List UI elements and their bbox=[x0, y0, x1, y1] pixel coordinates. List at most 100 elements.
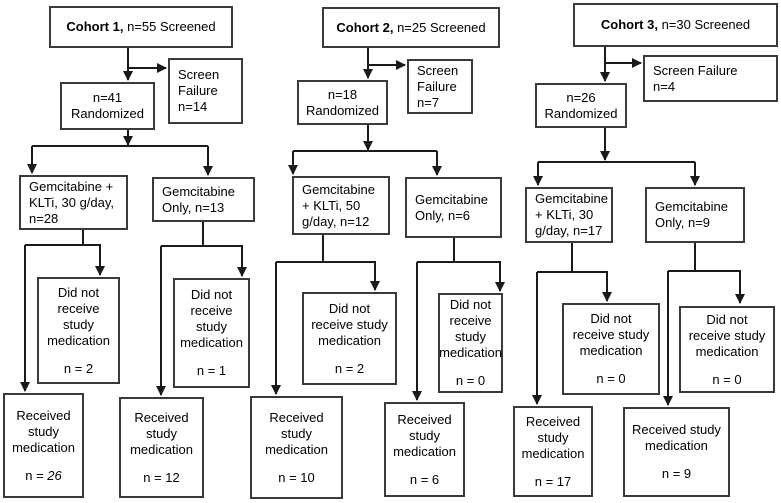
n-label: n = bbox=[278, 469, 301, 485]
n-count: n = 2 bbox=[335, 361, 364, 377]
n-value: 2 bbox=[85, 360, 94, 376]
cohort3-connectors bbox=[532, 47, 745, 406]
cohort2-header-text: Cohort 2, n=25 Screened bbox=[336, 20, 485, 36]
n-value: 6 bbox=[431, 471, 440, 487]
n-value: 17 bbox=[556, 473, 572, 489]
n-count: n = 10 bbox=[278, 470, 315, 486]
arm-text: Gemcitabine +KLTi, 30 g/day,n=28 bbox=[29, 178, 115, 226]
n-value: 0 bbox=[734, 371, 742, 387]
n-value: 1 bbox=[218, 363, 227, 378]
cohort2-header-box: Cohort 2, n=25 Screened bbox=[322, 7, 500, 48]
n-count: n = 12 bbox=[143, 470, 180, 486]
cohort3-header-box: Cohort 3, n=30 Screened bbox=[573, 3, 778, 47]
n-count: n = 0 bbox=[596, 371, 625, 387]
n-count: n = 6 bbox=[410, 472, 439, 488]
n-value: 0 bbox=[618, 371, 626, 386]
n-count: n = 2 bbox=[64, 361, 93, 377]
cohort3-header-text: Cohort 3, n=30 Screened bbox=[601, 17, 750, 33]
n-label: n = bbox=[143, 469, 166, 485]
n-count: n = 17 bbox=[535, 474, 572, 490]
n-label: n = bbox=[196, 363, 219, 378]
cohort1-gemcitabine-klti-arm-box: Gemcitabine +KLTi, 30 g/day,n=28 bbox=[19, 175, 128, 230]
n-value: 9 bbox=[683, 466, 692, 481]
n-label: n = bbox=[596, 371, 619, 386]
n-label: n = bbox=[25, 467, 48, 483]
n-count: n = 9 bbox=[662, 466, 691, 482]
n-value: 26 bbox=[47, 467, 62, 483]
n-label: n = bbox=[534, 473, 557, 489]
cohort1-header-rest: n=55 Screened bbox=[123, 19, 216, 34]
cohort2-header-bold: Cohort 2, bbox=[336, 19, 394, 35]
n-value: 12 bbox=[165, 469, 180, 485]
n-label: n = bbox=[334, 360, 357, 376]
cohort2-header-rest: n=25 Screened bbox=[393, 19, 486, 35]
n-label: n = bbox=[455, 373, 478, 388]
cohort1-header-bold: Cohort 1, bbox=[66, 19, 124, 34]
n-count: n = 1 bbox=[197, 363, 226, 379]
n-label: n = bbox=[661, 466, 684, 481]
n-label: n = bbox=[63, 360, 86, 376]
n-value: 2 bbox=[356, 360, 365, 376]
n-label: n = bbox=[712, 371, 735, 387]
cohort3-header-bold: Cohort 3, bbox=[600, 17, 658, 32]
n-count: n = 26 bbox=[25, 468, 62, 484]
n-value: 0 bbox=[477, 373, 486, 388]
n-value: 10 bbox=[300, 469, 315, 485]
cohort1-connectors bbox=[20, 48, 247, 396]
n-label: n = bbox=[409, 471, 432, 487]
cohort2-connectors bbox=[271, 48, 505, 401]
cohort3-header-rest: n=30 Screened bbox=[657, 17, 751, 32]
cohort1-header-text: Cohort 1, n=55 Screened bbox=[66, 19, 215, 35]
n-count: n = 0 bbox=[712, 372, 741, 388]
cohort1-header-box: Cohort 1, n=55 Screened bbox=[49, 6, 233, 48]
